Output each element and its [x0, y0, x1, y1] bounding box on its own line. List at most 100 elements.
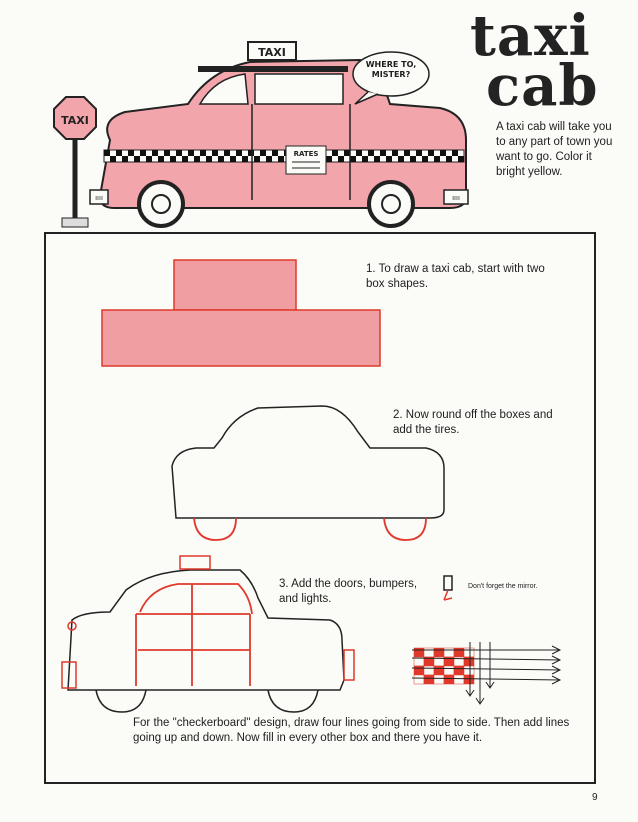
intro-text: A taxi cab will take you to any part of …	[496, 121, 613, 178]
checker-square	[428, 150, 434, 156]
checker-square	[176, 150, 182, 156]
checker-square	[458, 156, 464, 162]
checker-square	[188, 150, 194, 156]
checker-demo-square	[423, 674, 435, 685]
taxi-stop-sign: TAXI	[53, 96, 97, 228]
checker-square	[236, 150, 242, 156]
roof-sign-label: TAXI	[258, 46, 286, 59]
page-title-taxi: taxi	[470, 3, 591, 69]
checker-demo-square	[463, 647, 475, 658]
checker-demo-square	[453, 674, 465, 685]
checker-square	[446, 156, 452, 162]
step2-outline	[171, 405, 445, 519]
checker-square	[356, 150, 362, 156]
rates-sign-label: RATES	[294, 150, 319, 158]
checker-demo-square	[413, 665, 425, 676]
checker-square	[128, 150, 134, 156]
step3-text: 3. Add the doors, bumpers, and lights.	[279, 578, 418, 605]
svg-text:ıııı: ıııı	[452, 194, 460, 202]
checker-square	[254, 156, 260, 162]
step3-car	[61, 555, 355, 713]
checker-square	[116, 150, 122, 156]
checker-square	[338, 156, 344, 162]
checker-square	[278, 156, 284, 162]
checker-square	[260, 150, 266, 156]
checker-square	[374, 156, 380, 162]
checker-square	[206, 156, 212, 162]
checker-demo-square	[423, 665, 435, 676]
checker-square	[242, 156, 248, 162]
checker-square	[224, 150, 230, 156]
checker-square	[164, 150, 170, 156]
checker-demo-square	[433, 647, 445, 658]
checker-square	[326, 156, 332, 162]
checker-square	[440, 150, 446, 156]
step2-text: 2. Now round off the boxes and add the t…	[393, 409, 553, 436]
checker-instructions: For the "checkerboard" design, draw four…	[133, 717, 570, 744]
roof-taxi-sign: TAXI	[247, 41, 297, 61]
svg-text:ıııı: ıııı	[95, 194, 103, 202]
checker-demo-square	[413, 647, 425, 658]
checker-square	[386, 156, 392, 162]
checker-square	[140, 150, 146, 156]
checker-square	[410, 156, 416, 162]
checker-square	[350, 156, 356, 162]
checker-demo-square	[443, 665, 455, 676]
checker-demo-square	[453, 665, 465, 676]
checker-square	[152, 150, 158, 156]
checker-square	[404, 150, 410, 156]
checker-square	[266, 156, 272, 162]
speech-bubble-text: WHERE TO, MISTER?	[365, 60, 417, 79]
checker-square	[122, 156, 128, 162]
checker-demo-square	[413, 674, 425, 685]
checker-demo-square	[463, 665, 475, 676]
step1-bottom-box	[101, 309, 381, 367]
checker-demo-square	[443, 647, 455, 658]
rates-sign: RATES	[285, 145, 327, 175]
checker-square	[134, 156, 140, 162]
checker-square	[392, 150, 398, 156]
checker-square	[194, 156, 200, 162]
checker-square	[104, 150, 110, 156]
checker-square	[332, 150, 338, 156]
checker-square	[146, 156, 152, 162]
checker-square	[398, 156, 404, 162]
checker-square	[170, 156, 176, 162]
checker-square	[344, 150, 350, 156]
checker-demo	[411, 642, 562, 705]
checker-square	[422, 156, 428, 162]
checker-square	[110, 156, 116, 162]
checker-square	[452, 150, 458, 156]
checker-demo-square	[433, 674, 445, 685]
stop-sign-label: TAXI	[61, 114, 89, 127]
speech-bubble: WHERE TO, MISTER?	[352, 51, 430, 105]
checker-square	[362, 156, 368, 162]
checker-square	[272, 150, 278, 156]
checker-demo-square	[463, 674, 475, 685]
step1-top-box	[173, 259, 297, 311]
checker-demo-square	[423, 647, 435, 658]
checker-square	[380, 150, 386, 156]
checker-square	[158, 156, 164, 162]
step1-text: 1. To draw a taxi cab, start with two bo…	[366, 263, 545, 290]
checker-demo-square	[453, 647, 465, 658]
mirror-icon	[443, 575, 453, 601]
page-number: 9	[592, 792, 598, 803]
checker-square	[182, 156, 188, 162]
checker-demo-square	[433, 665, 445, 676]
cab-body	[98, 58, 467, 228]
checker-square	[230, 156, 236, 162]
bumpers: ıııı ıııı	[89, 189, 469, 205]
checker-square	[200, 150, 206, 156]
checker-square	[434, 156, 440, 162]
checker-demo-square	[443, 674, 455, 685]
mirror-note: Don't forget the mirror.	[468, 583, 538, 590]
checker-square	[416, 150, 422, 156]
checker-square	[212, 150, 218, 156]
page-title-cab: cab	[486, 53, 599, 119]
checker-square	[368, 150, 374, 156]
checker-square	[218, 156, 224, 162]
checker-stripe	[104, 150, 464, 162]
